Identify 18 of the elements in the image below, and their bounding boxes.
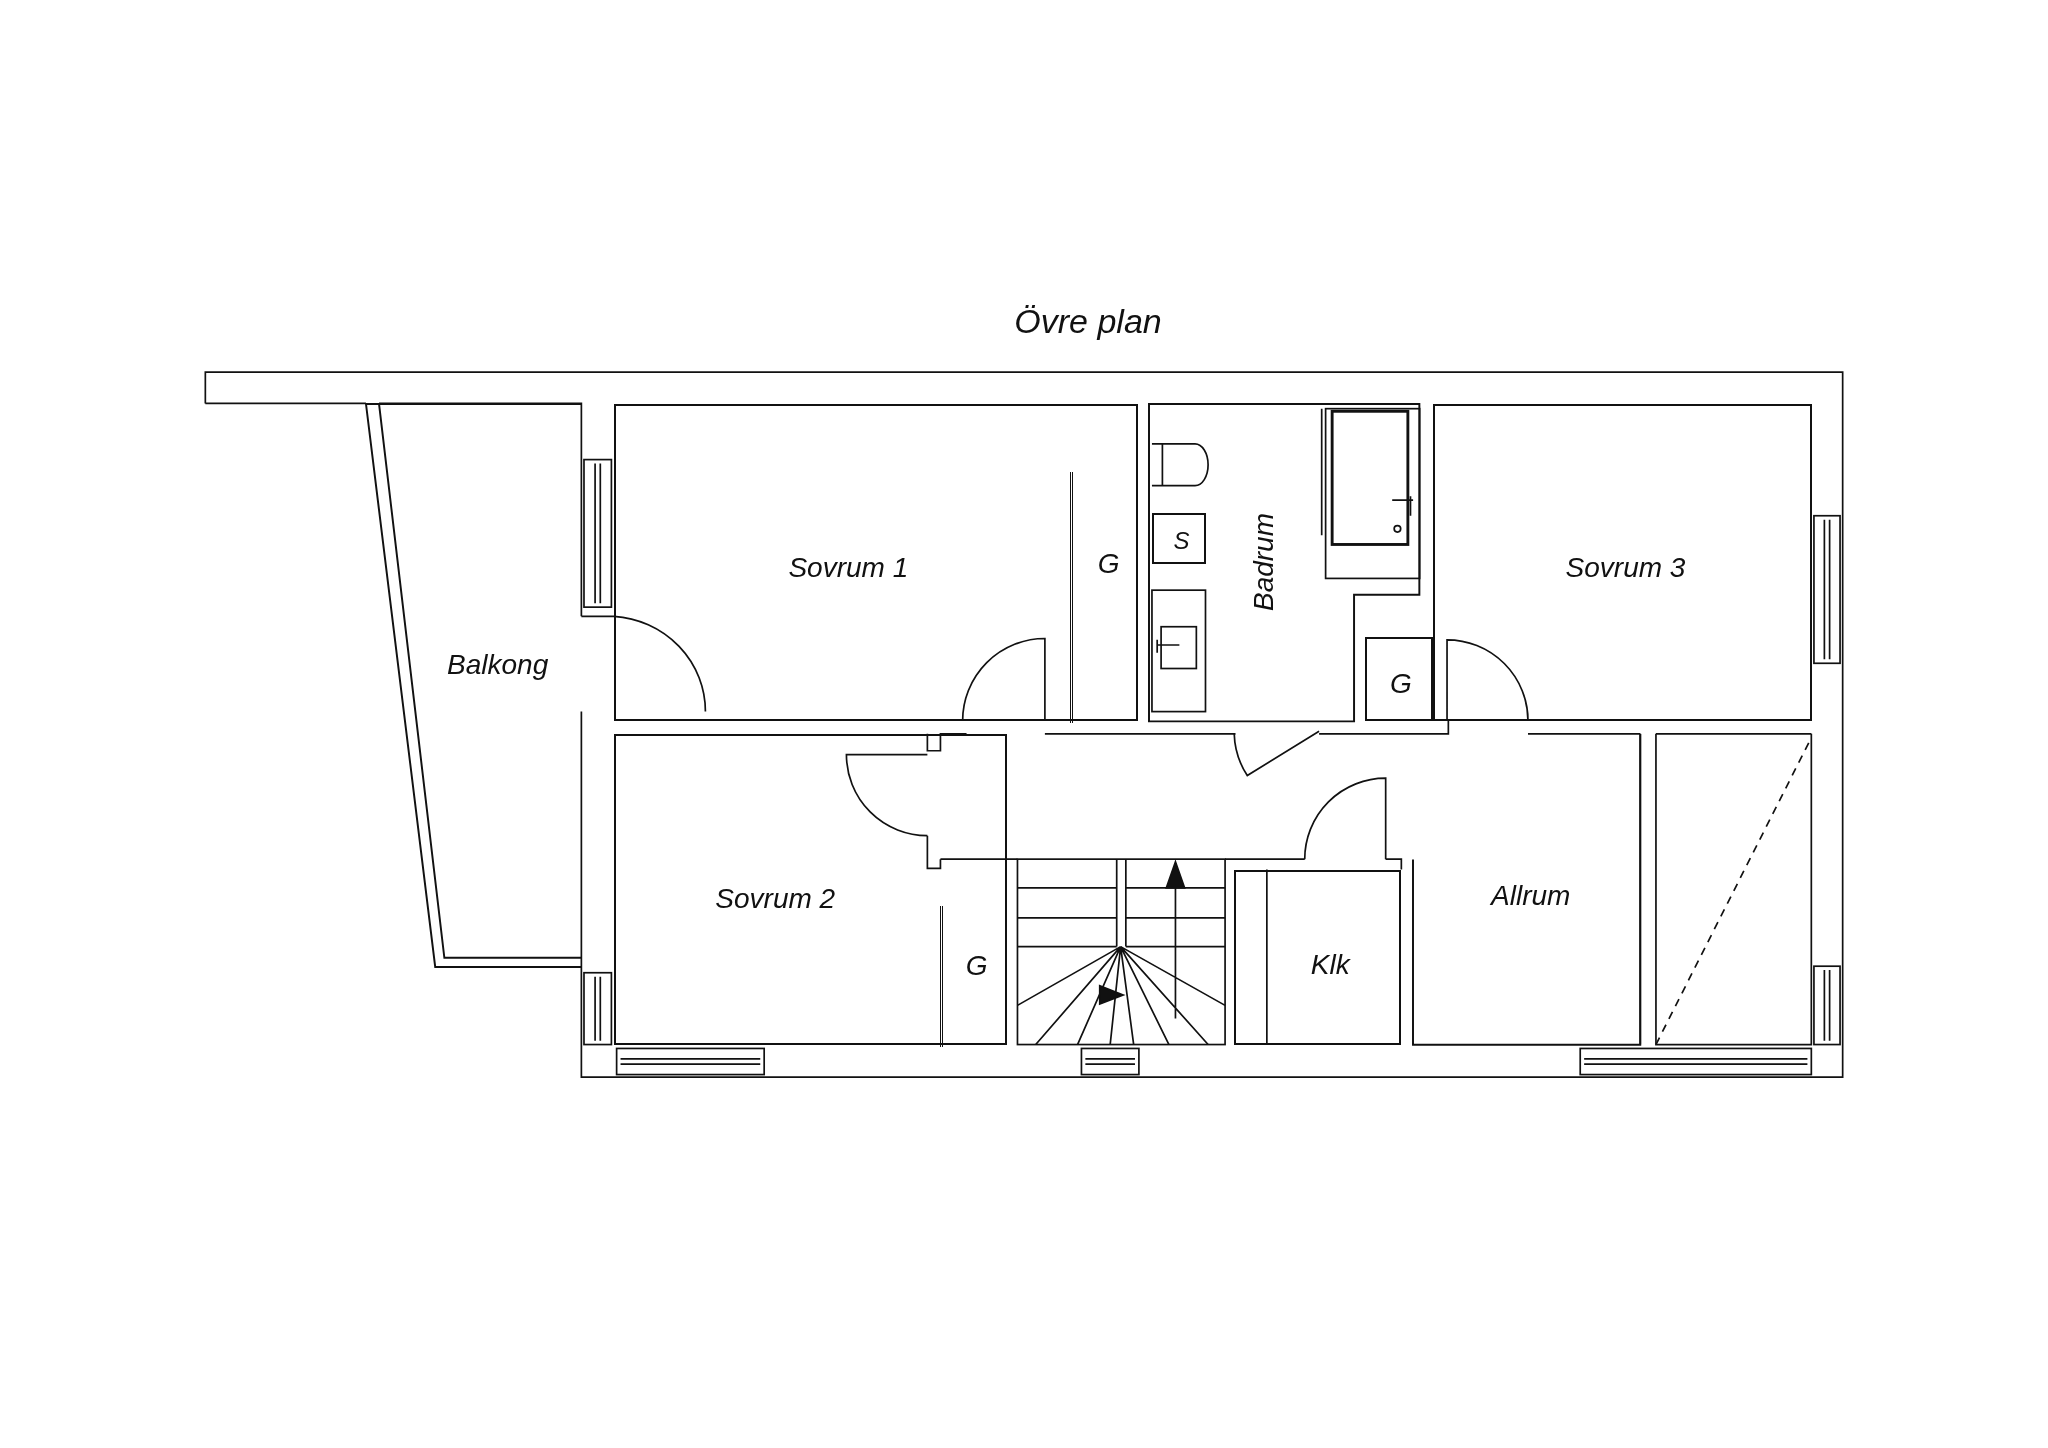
room [1432,403,1812,721]
room [613,734,1007,1045]
room-label: Sovrum 3 [1565,553,1686,582]
room-label: Sovrum 1 [788,553,909,582]
room-label: S [1173,529,1190,554]
closet [1364,637,1433,721]
cabinet [1152,513,1206,565]
room-label: G [1097,549,1120,578]
plan-title: Övre plan [1014,301,1162,341]
room [1234,869,1402,1045]
room-label: G [965,951,988,980]
room-label: Balkong [447,650,549,679]
room-label: Badrum [1250,512,1279,611]
room-label: Sovrum 2 [715,885,836,914]
room-label: Klk [1310,950,1350,979]
room-label: G [1389,669,1412,698]
room [613,403,1138,721]
room-label: Allrum [1491,882,1571,910]
